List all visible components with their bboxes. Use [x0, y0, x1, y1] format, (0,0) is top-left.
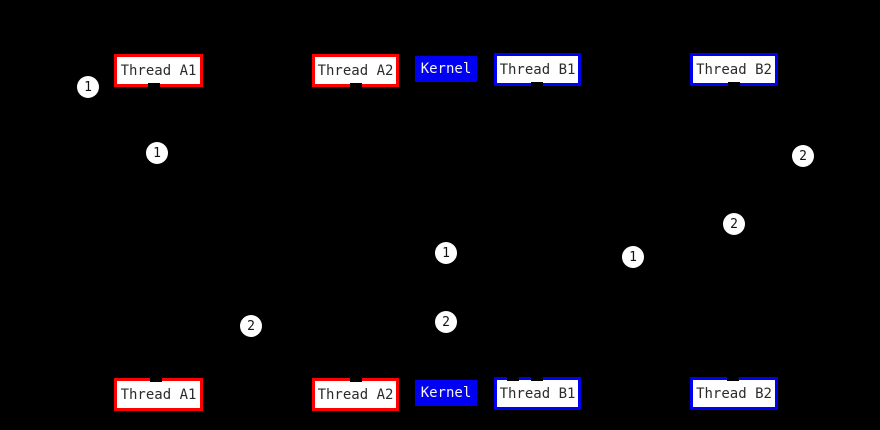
step-marker-2: 2: [435, 311, 457, 333]
kernel-box-bottom: Kernel: [415, 380, 477, 406]
thread-a1-box-top: Thread A1: [114, 54, 203, 87]
lifeline-notch: [150, 378, 162, 382]
step-marker-1: 1: [622, 246, 644, 268]
lifeline-notch: [350, 378, 362, 382]
lifeline-notch: [727, 377, 739, 381]
thread-a2-box-bottom: Thread A2: [312, 378, 399, 411]
lifeline-notch: [350, 83, 362, 87]
step-marker-2: 2: [792, 145, 814, 167]
lifeline-notch: [531, 82, 543, 86]
step-marker-1: 1: [435, 242, 457, 264]
kernel-box-top: Kernel: [415, 56, 477, 82]
lifeline-notch: [148, 83, 160, 87]
thread-b2-box-bottom: Thread B2: [690, 377, 778, 410]
lifeline-notch: [728, 82, 740, 86]
thread-a1-box-bottom: Thread A1: [114, 378, 203, 411]
thread-b1-box-bottom: Thread B1: [494, 377, 581, 410]
step-marker-2: 2: [240, 315, 262, 337]
step-marker-1: 1: [146, 142, 168, 164]
step-marker-1: 1: [77, 76, 99, 98]
step-marker-2: 2: [723, 213, 745, 235]
lifeline-notch: [507, 377, 519, 381]
lifeline-notch: [531, 377, 543, 381]
thread-b1-box-top: Thread B1: [494, 53, 581, 86]
